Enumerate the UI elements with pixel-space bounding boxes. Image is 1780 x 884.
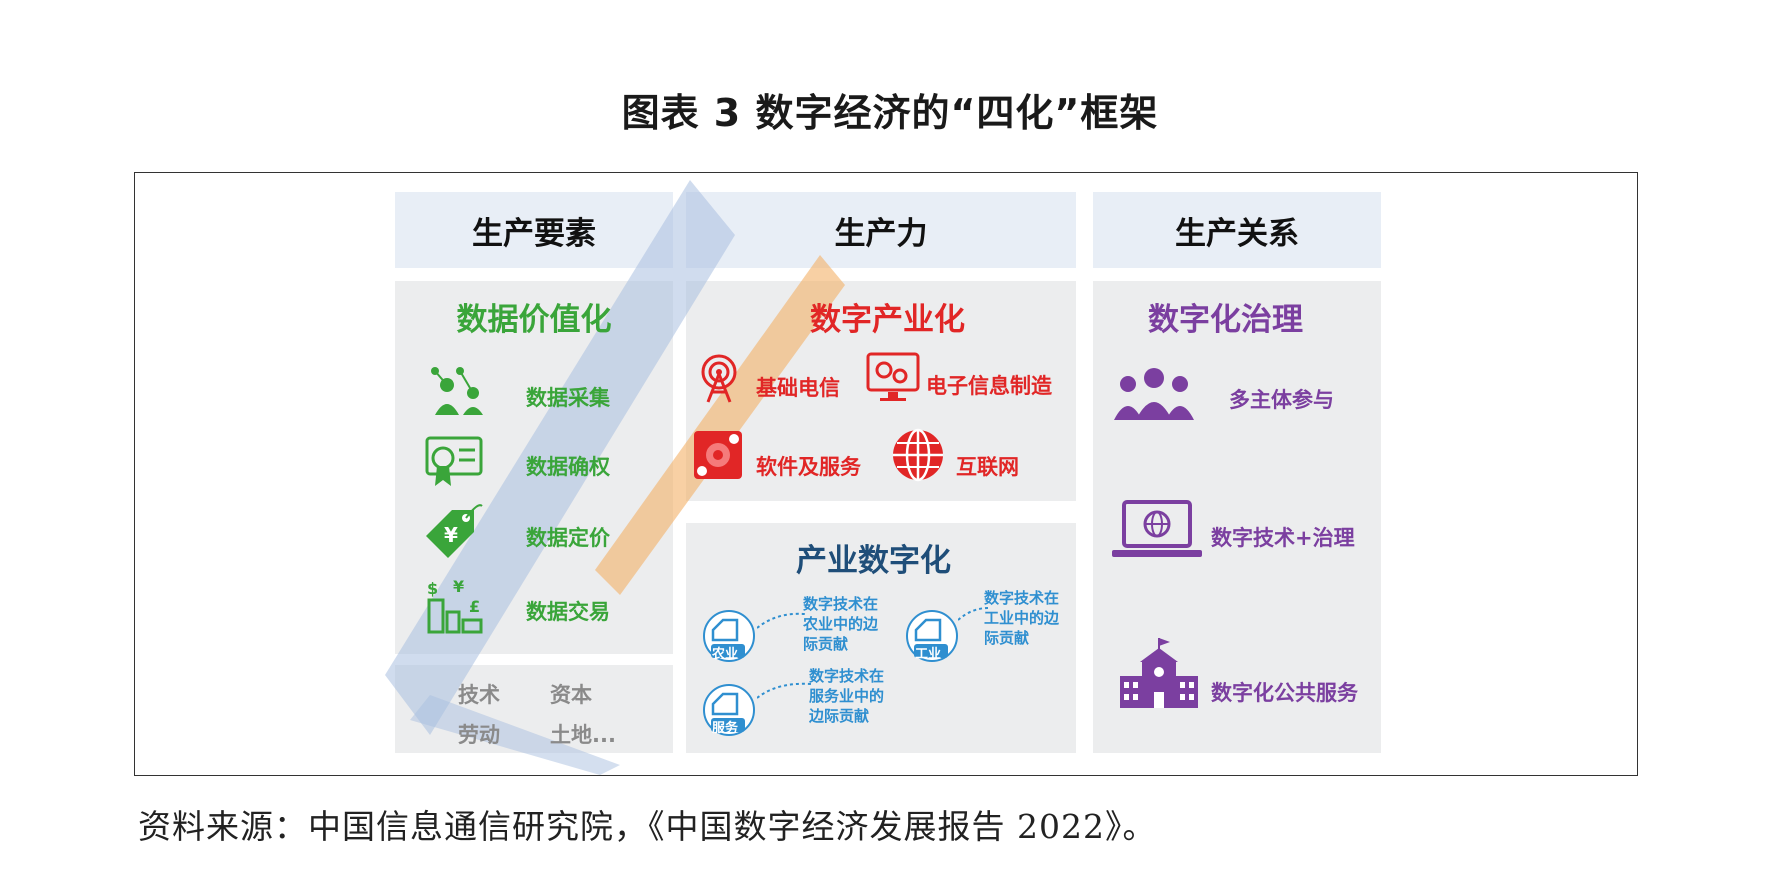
item-data-pricing: 数据定价 (526, 526, 610, 550)
header-productivity: 生产力 (686, 192, 1076, 268)
item-multi-stakeholder: 多主体参与 (1229, 388, 1334, 412)
factor-land: 土地... (550, 723, 616, 747)
figure-title: 图表 3 数字经济的“四化”框架 (621, 91, 1159, 135)
item-data-collection: 数据采集 (526, 386, 610, 410)
group-people-icon (1114, 368, 1194, 420)
title-data-valorization: 数据价值化 (456, 302, 612, 338)
public-building-icon (1120, 638, 1198, 708)
item-internet: 互联网 (956, 455, 1019, 479)
item-digital-public-services: 数字化公共服务 (1211, 681, 1358, 705)
people-network-icon (431, 367, 483, 415)
svg-text:¥: ¥ (444, 523, 458, 547)
certificate-icon (425, 436, 483, 486)
header-factors: 生产要素 (395, 192, 673, 268)
diagram-frame (134, 172, 1638, 776)
badge-agriculture: 农业 (712, 647, 739, 662)
factor-labor: 劳动 (458, 723, 500, 747)
services-chart-icon (703, 684, 755, 736)
item-basic-telecom: 基础电信 (756, 376, 840, 400)
agriculture-chart-icon (703, 610, 755, 662)
item-data-rights: 数据确权 (526, 455, 610, 479)
title-digital-industrialization: 数字产业化 (810, 302, 965, 338)
factor-technology: 技术 (458, 683, 500, 707)
badge-industry: 工业 (915, 647, 942, 662)
connector-line (757, 682, 811, 699)
price-tag-icon: ¥ (426, 504, 483, 558)
svg-text:¥: ¥ (453, 577, 464, 596)
globe-icon (893, 428, 943, 482)
title-digital-governance: 数字化治理 (1148, 302, 1303, 338)
item-data-trading: 数据交易 (526, 600, 610, 624)
header-relations: 生产关系 (1093, 192, 1381, 268)
panel-traditional-factors (395, 665, 673, 753)
title-industrial-digitalization: 产业数字化 (796, 543, 951, 579)
connector-line (958, 607, 988, 621)
item-electronic-manufacturing: 电子信息制造 (926, 374, 1052, 398)
connector-line (757, 612, 805, 629)
industry-chart-icon (906, 610, 958, 662)
panel-digital-governance (1093, 281, 1381, 753)
item-tech-governance: 数字技术+治理 (1211, 526, 1355, 550)
laptop-globe-icon (1112, 500, 1202, 557)
svg-text:£: £ (469, 597, 480, 616)
text-industry-contribution: 数字技术在 工业中的边 际贡献 (984, 589, 1060, 647)
badge-services: 服务 (712, 721, 739, 736)
text-services-contribution: 数字技术在 服务业中的 边际贡献 (809, 667, 885, 725)
monitor-gears-icon (866, 352, 920, 401)
item-software-services: 软件及服务 (756, 455, 861, 479)
source-note: 资料来源：中国信息通信研究院，《中国数字经济发展报告 2022》。 (138, 807, 1157, 846)
signal-tower-icon (701, 354, 737, 403)
currency-exchange-icon: $ ¥ £ (427, 577, 483, 634)
factor-capital: 资本 (550, 683, 592, 707)
svg-text:$: $ (427, 579, 438, 598)
text-agriculture-contribution: 数字技术在 农业中的边 际贡献 (803, 595, 879, 653)
software-gear-icon (694, 431, 742, 479)
